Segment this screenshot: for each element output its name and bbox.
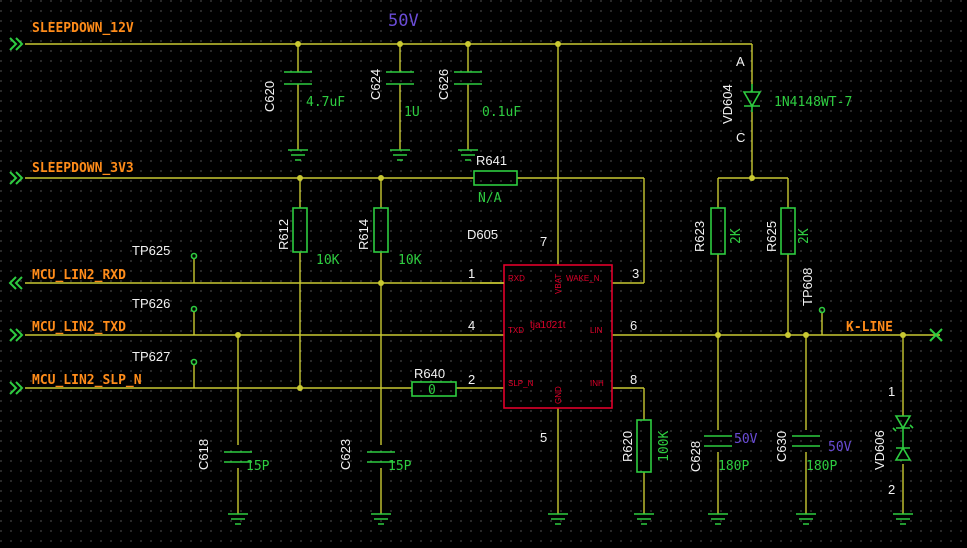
pin-num-wake-n: 3	[632, 266, 639, 281]
pin-name-txd: TXD	[508, 326, 524, 335]
tp608-label: TP608	[800, 268, 815, 306]
pin-name-gnd: GND	[554, 386, 563, 404]
ground-icon	[228, 149, 913, 525]
pin-name-lin: LIN	[590, 326, 603, 335]
resistor-r625: R625 2K	[764, 207, 812, 255]
ground-symbols	[228, 149, 913, 525]
net-label-k-line: K-LINE	[846, 320, 893, 335]
resistor-r612: R612 10K	[276, 207, 340, 268]
pin-num-slp-n: 2	[468, 372, 475, 387]
value-c623: 15P	[388, 459, 412, 474]
arrow-right-icon-12v	[9, 37, 24, 51]
net-label-mcu-lin2-rxd: MCU_LIN2_RXD	[32, 268, 126, 283]
capacitor-c623: C623 15P	[338, 439, 412, 474]
pin-num-rxd: 1	[468, 266, 475, 281]
ref-c626: C626	[436, 69, 451, 100]
value-r640: 0	[428, 383, 436, 398]
pin-name-rxd: RXD	[508, 274, 525, 283]
voltage-label-top: 50V	[388, 11, 419, 31]
resistor-r640: R640 0	[411, 366, 457, 398]
ic-body	[503, 264, 613, 409]
junction-dots	[235, 41, 906, 391]
anode-label-vd604: A	[736, 54, 745, 69]
resistor-r620: R620 100K	[620, 419, 672, 473]
value-r614: 10K	[398, 253, 422, 268]
net-label-sleepdown-3v3: SLEEPDOWN_3V3	[32, 161, 134, 176]
pin2-vd606: 2	[888, 482, 895, 497]
arrow-left-icon-rxd	[8, 276, 23, 290]
value-vd604: 1N4148WT-7	[774, 95, 852, 110]
value-c628: 180P	[718, 459, 749, 474]
value-r623: 2K	[729, 228, 744, 244]
resistor-r641: R641 N/A	[473, 153, 518, 206]
ref-r612: R612	[276, 219, 291, 250]
net-label-sleepdown-12v: SLEEPDOWN_12V	[32, 21, 134, 36]
ref-c620: C620	[262, 81, 277, 112]
capacitor-c628: C628 180P 50V	[688, 432, 758, 474]
value-c620: 4.7uF	[306, 95, 345, 110]
test-points: TP625 TP626 TP627 TP608	[132, 243, 826, 366]
ic-ref: D605	[467, 227, 498, 242]
ref-vd604: VD604	[720, 84, 735, 124]
ic-part-name: tja1021t	[530, 320, 566, 331]
value-r625: 2K	[797, 228, 812, 244]
value-r612: 10K	[316, 253, 340, 268]
capacitor-c626: C626 0.1uF	[436, 69, 521, 120]
tvs-diode-vd606: VD606 1 2	[872, 384, 914, 497]
arrow-right-icon-3v3	[9, 171, 24, 185]
pin-num-gnd: 5	[540, 430, 547, 445]
diode-vd604: VD604 A C 1N4148WT-7	[720, 54, 852, 145]
ref-c623: C623	[338, 439, 353, 470]
net-label-mcu-lin2-txd: MCU_LIN2_TXD	[32, 320, 126, 335]
capacitor-c624: C624 1U	[368, 69, 420, 120]
pin-name-wake-n: WAKE_N	[566, 274, 600, 283]
net-label-mcu-lin2-slp-n: MCU_LIN2_SLP_N	[32, 373, 142, 388]
pin1-vd606: 1	[888, 384, 895, 399]
ref-c618: C618	[196, 439, 211, 470]
pin-num-inh: 8	[630, 372, 637, 387]
arrow-right-icon-slp	[9, 381, 24, 395]
value-c630: 180P	[806, 459, 837, 474]
offpage-connectors	[8, 37, 943, 395]
voltage-c628: 50V	[734, 432, 758, 447]
ref-c630: C630	[774, 431, 789, 462]
value-r641: N/A	[478, 191, 502, 206]
capacitor-c620: C620 4.7uF	[262, 71, 345, 112]
tp626-label: TP626	[132, 296, 170, 311]
ref-vd606: VD606	[872, 430, 887, 470]
pin-num-vbat: 7	[540, 234, 547, 249]
ref-r623: R623	[692, 221, 707, 252]
ref-r614: R614	[356, 219, 371, 250]
ref-r640: R640	[414, 366, 445, 381]
ref-r625: R625	[764, 221, 779, 252]
capacitor-c618: C618 15P	[196, 439, 270, 474]
voltage-c630: 50V	[828, 440, 852, 455]
pin-name-vbat: VBAT	[554, 274, 563, 294]
ic-d605: D605 tja1021t 1 RXD 4 TXD 2 SLP_N 3 WAKE…	[467, 227, 639, 445]
value-c626: 0.1uF	[482, 105, 521, 120]
ref-c624: C624	[368, 69, 383, 100]
resistor-r614: R614 10K	[356, 207, 422, 268]
cathode-label-vd604: C	[736, 130, 745, 145]
tp625-label: TP625	[132, 243, 170, 258]
capacitor-c630: C630 180P 50V	[774, 431, 852, 474]
value-c624: 1U	[404, 105, 420, 120]
pin-num-lin: 6	[630, 318, 637, 333]
pin-name-slp-n: SLP_N	[508, 379, 534, 388]
ref-r641: R641	[476, 153, 507, 168]
ref-r620: R620	[620, 431, 635, 462]
resistor-r623: R623 2K	[692, 207, 744, 255]
ref-c628: C628	[688, 441, 703, 472]
pin-num-txd: 4	[468, 318, 475, 333]
wires	[25, 43, 940, 514]
value-c618: 15P	[246, 459, 270, 474]
arrow-right-icon-txd	[9, 328, 24, 342]
value-r620: 100K	[657, 431, 672, 462]
bidir-arrow-icon-kline	[929, 328, 943, 342]
tp627-label: TP627	[132, 349, 170, 364]
pin-name-inh: INH	[590, 379, 604, 388]
